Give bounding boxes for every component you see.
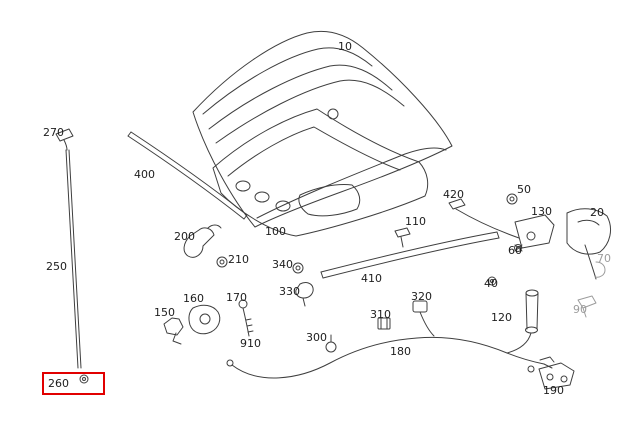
inner-panel-art <box>212 108 429 237</box>
part-label-200[interactable]: 200 <box>174 230 195 243</box>
part-label-50[interactable]: 50 <box>517 183 531 196</box>
hinge-assembly-art <box>448 193 611 354</box>
muted-parts-art <box>577 261 606 318</box>
clamp-art <box>325 334 337 353</box>
prop-rod-art <box>55 128 89 384</box>
part-label-250[interactable]: 250 <box>46 260 67 273</box>
hood-panel-art <box>192 30 453 228</box>
strip-art <box>320 227 500 279</box>
lock-art <box>163 299 254 345</box>
latch-art <box>527 356 575 390</box>
cable-art <box>226 336 553 379</box>
part-label-190[interactable]: 190 <box>543 384 564 397</box>
mount-art <box>292 262 314 307</box>
part-label-120[interactable]: 120 <box>491 311 512 324</box>
seal-strip-art <box>127 131 248 220</box>
part-label-300[interactable]: 300 <box>306 331 327 344</box>
part-label-210[interactable]: 210 <box>228 253 249 266</box>
part-label-340[interactable]: 340 <box>272 258 293 271</box>
part-label-10[interactable]: 10 <box>338 40 352 53</box>
part-label-160[interactable]: 160 <box>183 292 204 305</box>
part-label-180[interactable]: 180 <box>390 345 411 358</box>
part-label-100[interactable]: 100 <box>265 225 286 238</box>
part-label-320[interactable]: 320 <box>411 290 432 303</box>
part-label-310[interactable]: 310 <box>370 308 391 321</box>
part-label-170[interactable]: 170 <box>226 291 247 304</box>
part-label-90[interactable]: 90 <box>573 303 587 316</box>
block-art <box>377 300 435 337</box>
part-label-270[interactable]: 270 <box>43 126 64 139</box>
part-label-410[interactable]: 410 <box>361 272 382 285</box>
part-label-910[interactable]: 910 <box>240 337 261 350</box>
part-label-110[interactable]: 110 <box>405 215 426 228</box>
part-label-70[interactable]: 70 <box>597 252 611 265</box>
part-label-420[interactable]: 420 <box>443 188 464 201</box>
part-label-260[interactable]: 260 <box>42 372 105 395</box>
part-label-20[interactable]: 20 <box>590 206 604 219</box>
part-label-330[interactable]: 330 <box>279 285 300 298</box>
hinge-art <box>183 224 228 268</box>
part-label-40[interactable]: 40 <box>484 277 498 290</box>
part-label-60[interactable]: 60 <box>508 244 522 257</box>
part-label-400[interactable]: 400 <box>134 168 155 181</box>
part-label-150[interactable]: 150 <box>154 306 175 319</box>
part-label-130[interactable]: 130 <box>531 205 552 218</box>
